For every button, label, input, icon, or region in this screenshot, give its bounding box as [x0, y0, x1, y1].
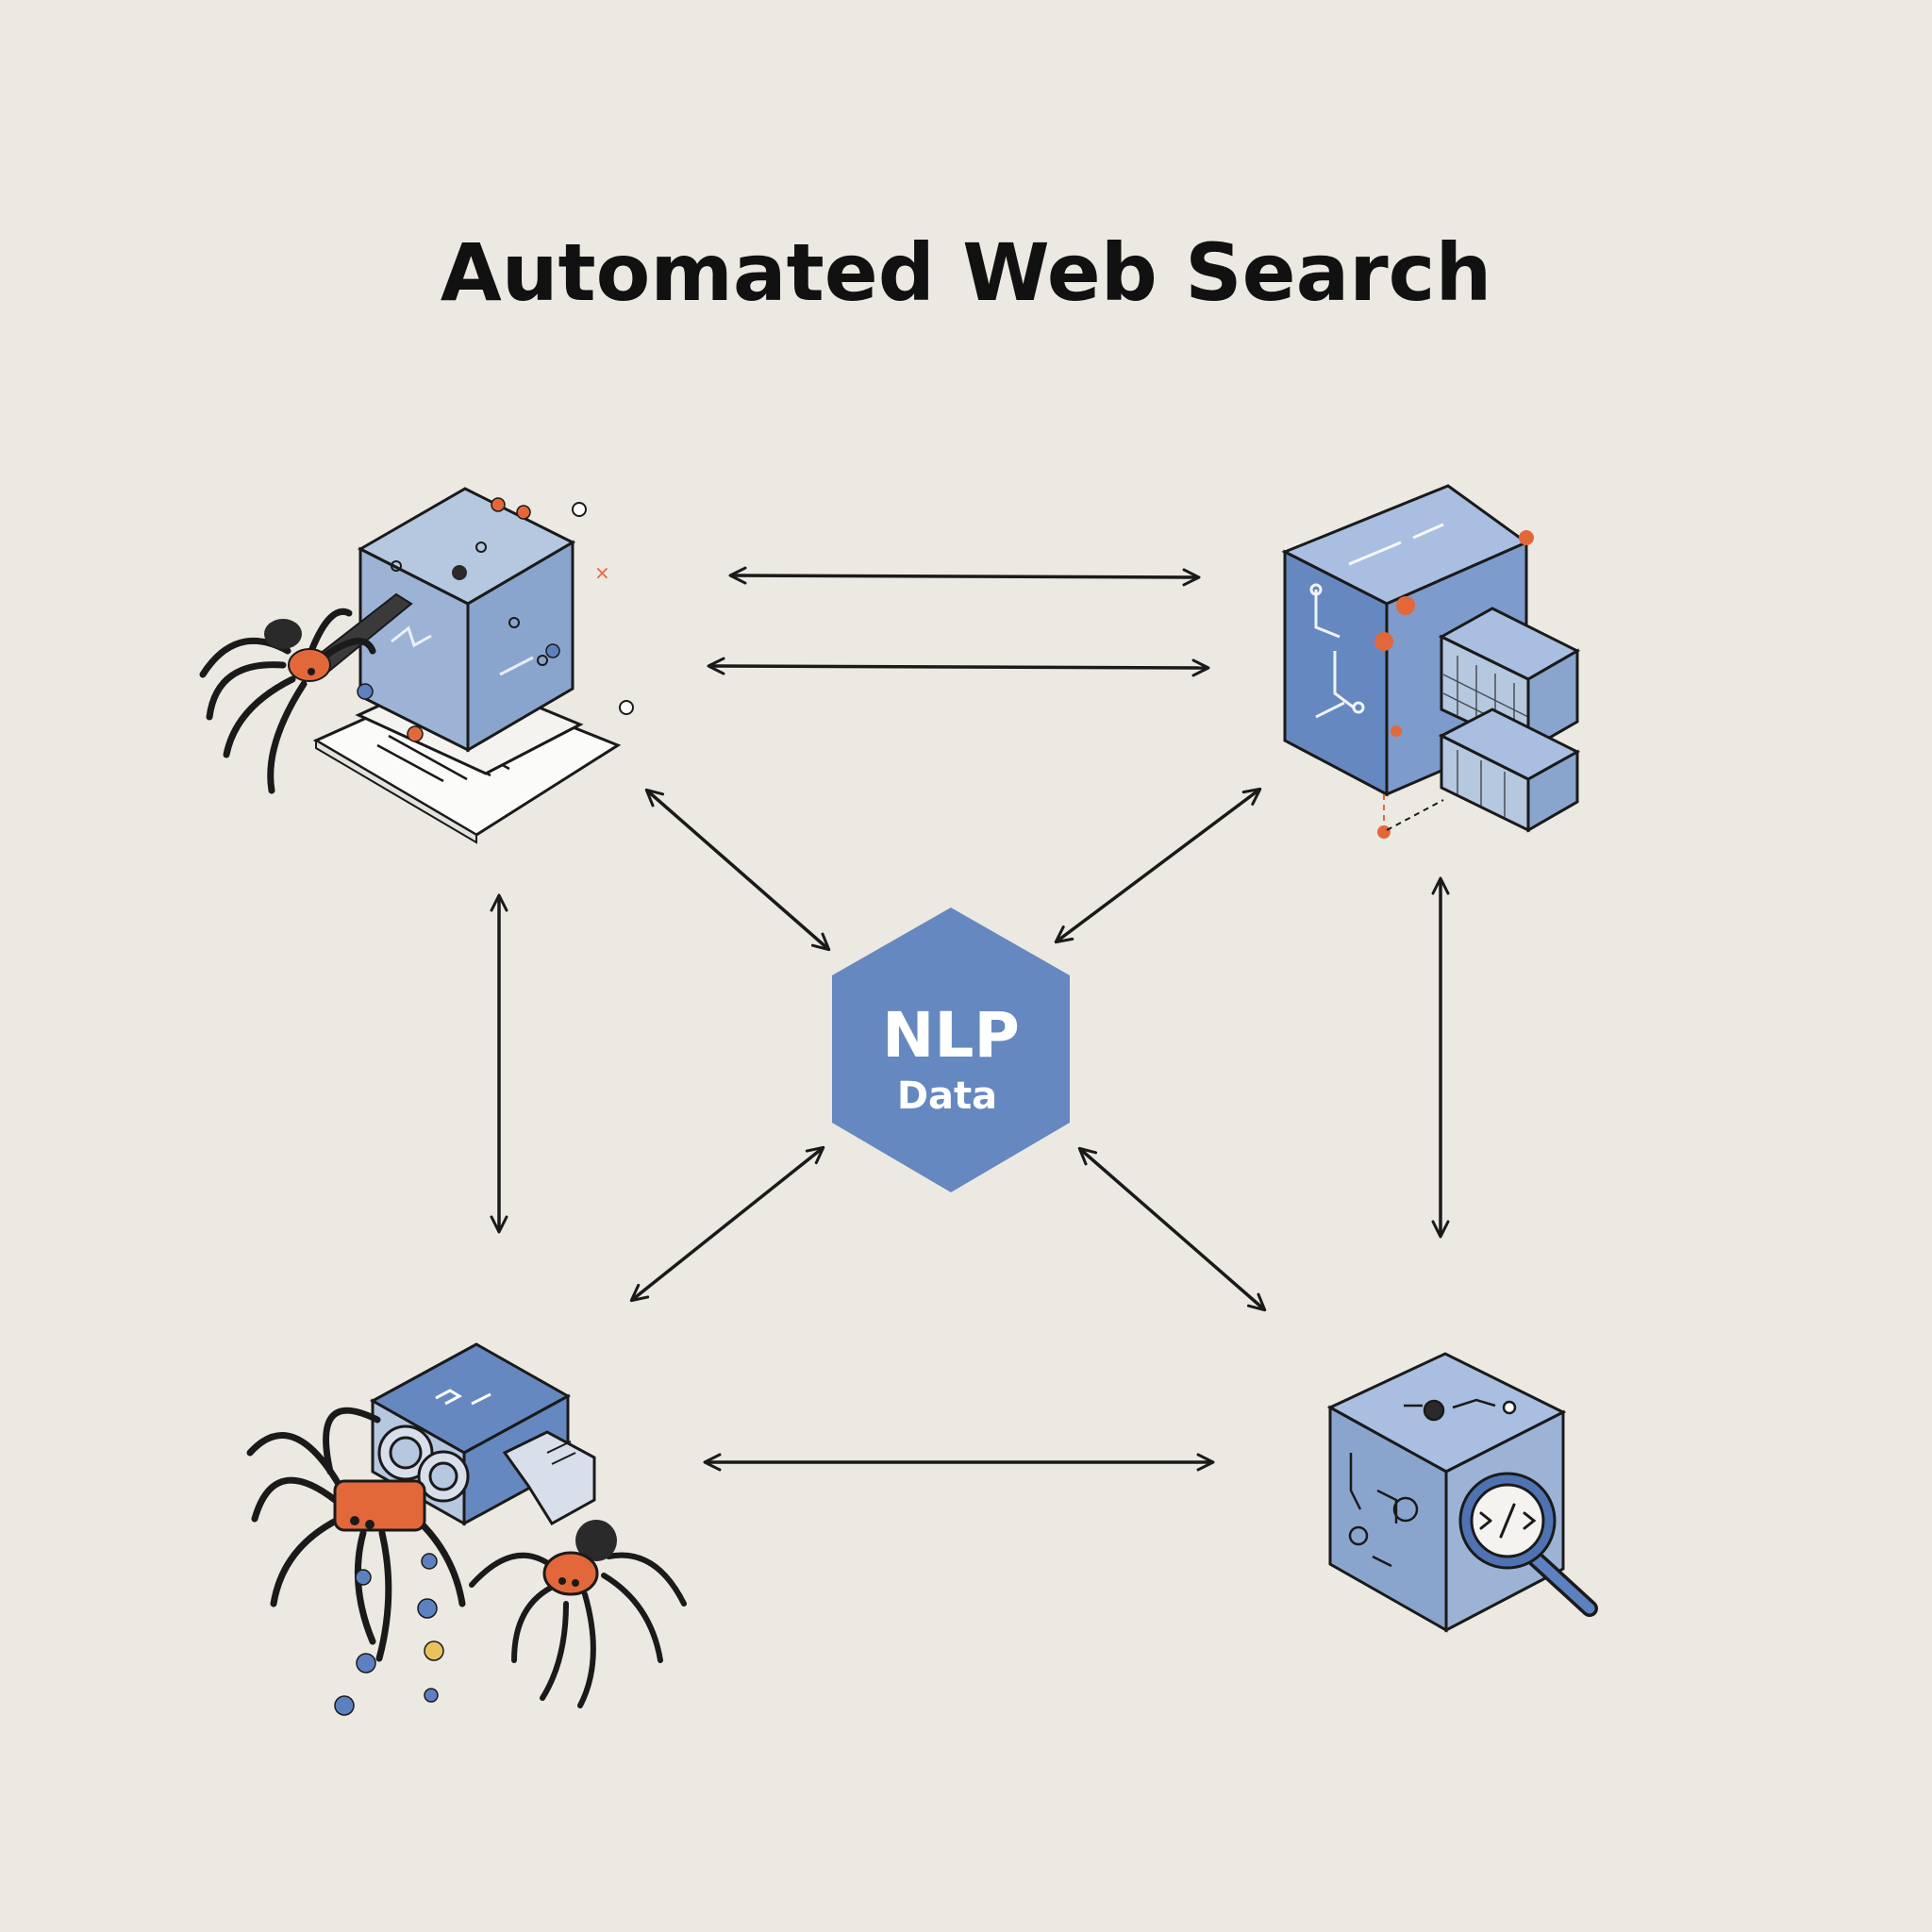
magnifier-code-cube-icon [1326, 1352, 1598, 1633]
arrow-center-bottom-left [629, 1145, 825, 1303]
svg-text:×: × [594, 561, 610, 584]
hexagon-shape [832, 908, 1070, 1192]
arrow-center-top-left [644, 788, 831, 952]
arrow-top-upper [728, 566, 1201, 587]
center-label-sub: Data [897, 1074, 997, 1118]
spider-crawler-cube-icon: × [199, 487, 634, 844]
center-node[interactable]: NLP Data [832, 908, 1070, 1192]
diagram-title: Automated Web Search [440, 226, 1492, 319]
arrow-center-bottom-right [1077, 1146, 1267, 1312]
center-label-main: NLP [882, 999, 1020, 1072]
connections [490, 566, 1450, 1472]
circuit-server-cube-icon [1281, 484, 1581, 839]
arrow-center-top-right [1054, 787, 1262, 944]
arrow-top-lower [707, 657, 1210, 677]
spiders-machine-icon [246, 1342, 687, 1716]
